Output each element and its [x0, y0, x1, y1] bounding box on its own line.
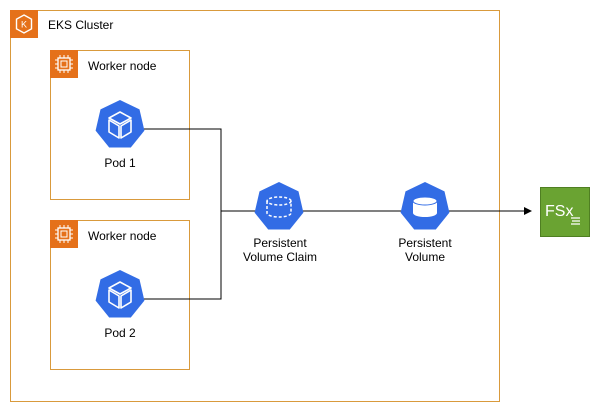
pvc-label-line1: Persistent: [253, 236, 307, 250]
cluster-title: EKS Cluster: [48, 18, 114, 32]
worker-node-1-title: Worker node: [88, 59, 157, 73]
pvc-label-line2: Volume Claim: [242, 250, 318, 264]
worker-node-2-title: Worker node: [88, 229, 157, 243]
amazon-fsx-icon: FSx: [540, 187, 590, 237]
pod2-to-pvc-connector: [141, 211, 222, 300]
pv-label-line2: Volume: [404, 250, 446, 264]
worker-node-1: [50, 50, 190, 200]
worker-node-2: [50, 220, 190, 370]
ec2-instance-icon: [50, 50, 78, 78]
pvc-label: Persistent Volume Claim: [243, 236, 317, 264]
pod-2-label: Pod 2: [104, 326, 136, 340]
eks-icon: K: [10, 10, 38, 38]
pv-label: Persistent Volume: [398, 236, 451, 264]
svg-text:K: K: [21, 20, 27, 30]
pod-1-label: Pod 1: [104, 156, 136, 170]
fsx-logo-text: FSx: [545, 203, 573, 220]
pod1-to-pvc-connector: [141, 128, 256, 212]
eks-cluster-group: [10, 10, 500, 402]
ec2-instance-icon: [50, 220, 78, 248]
pv-label-line1: Persistent: [398, 236, 452, 250]
